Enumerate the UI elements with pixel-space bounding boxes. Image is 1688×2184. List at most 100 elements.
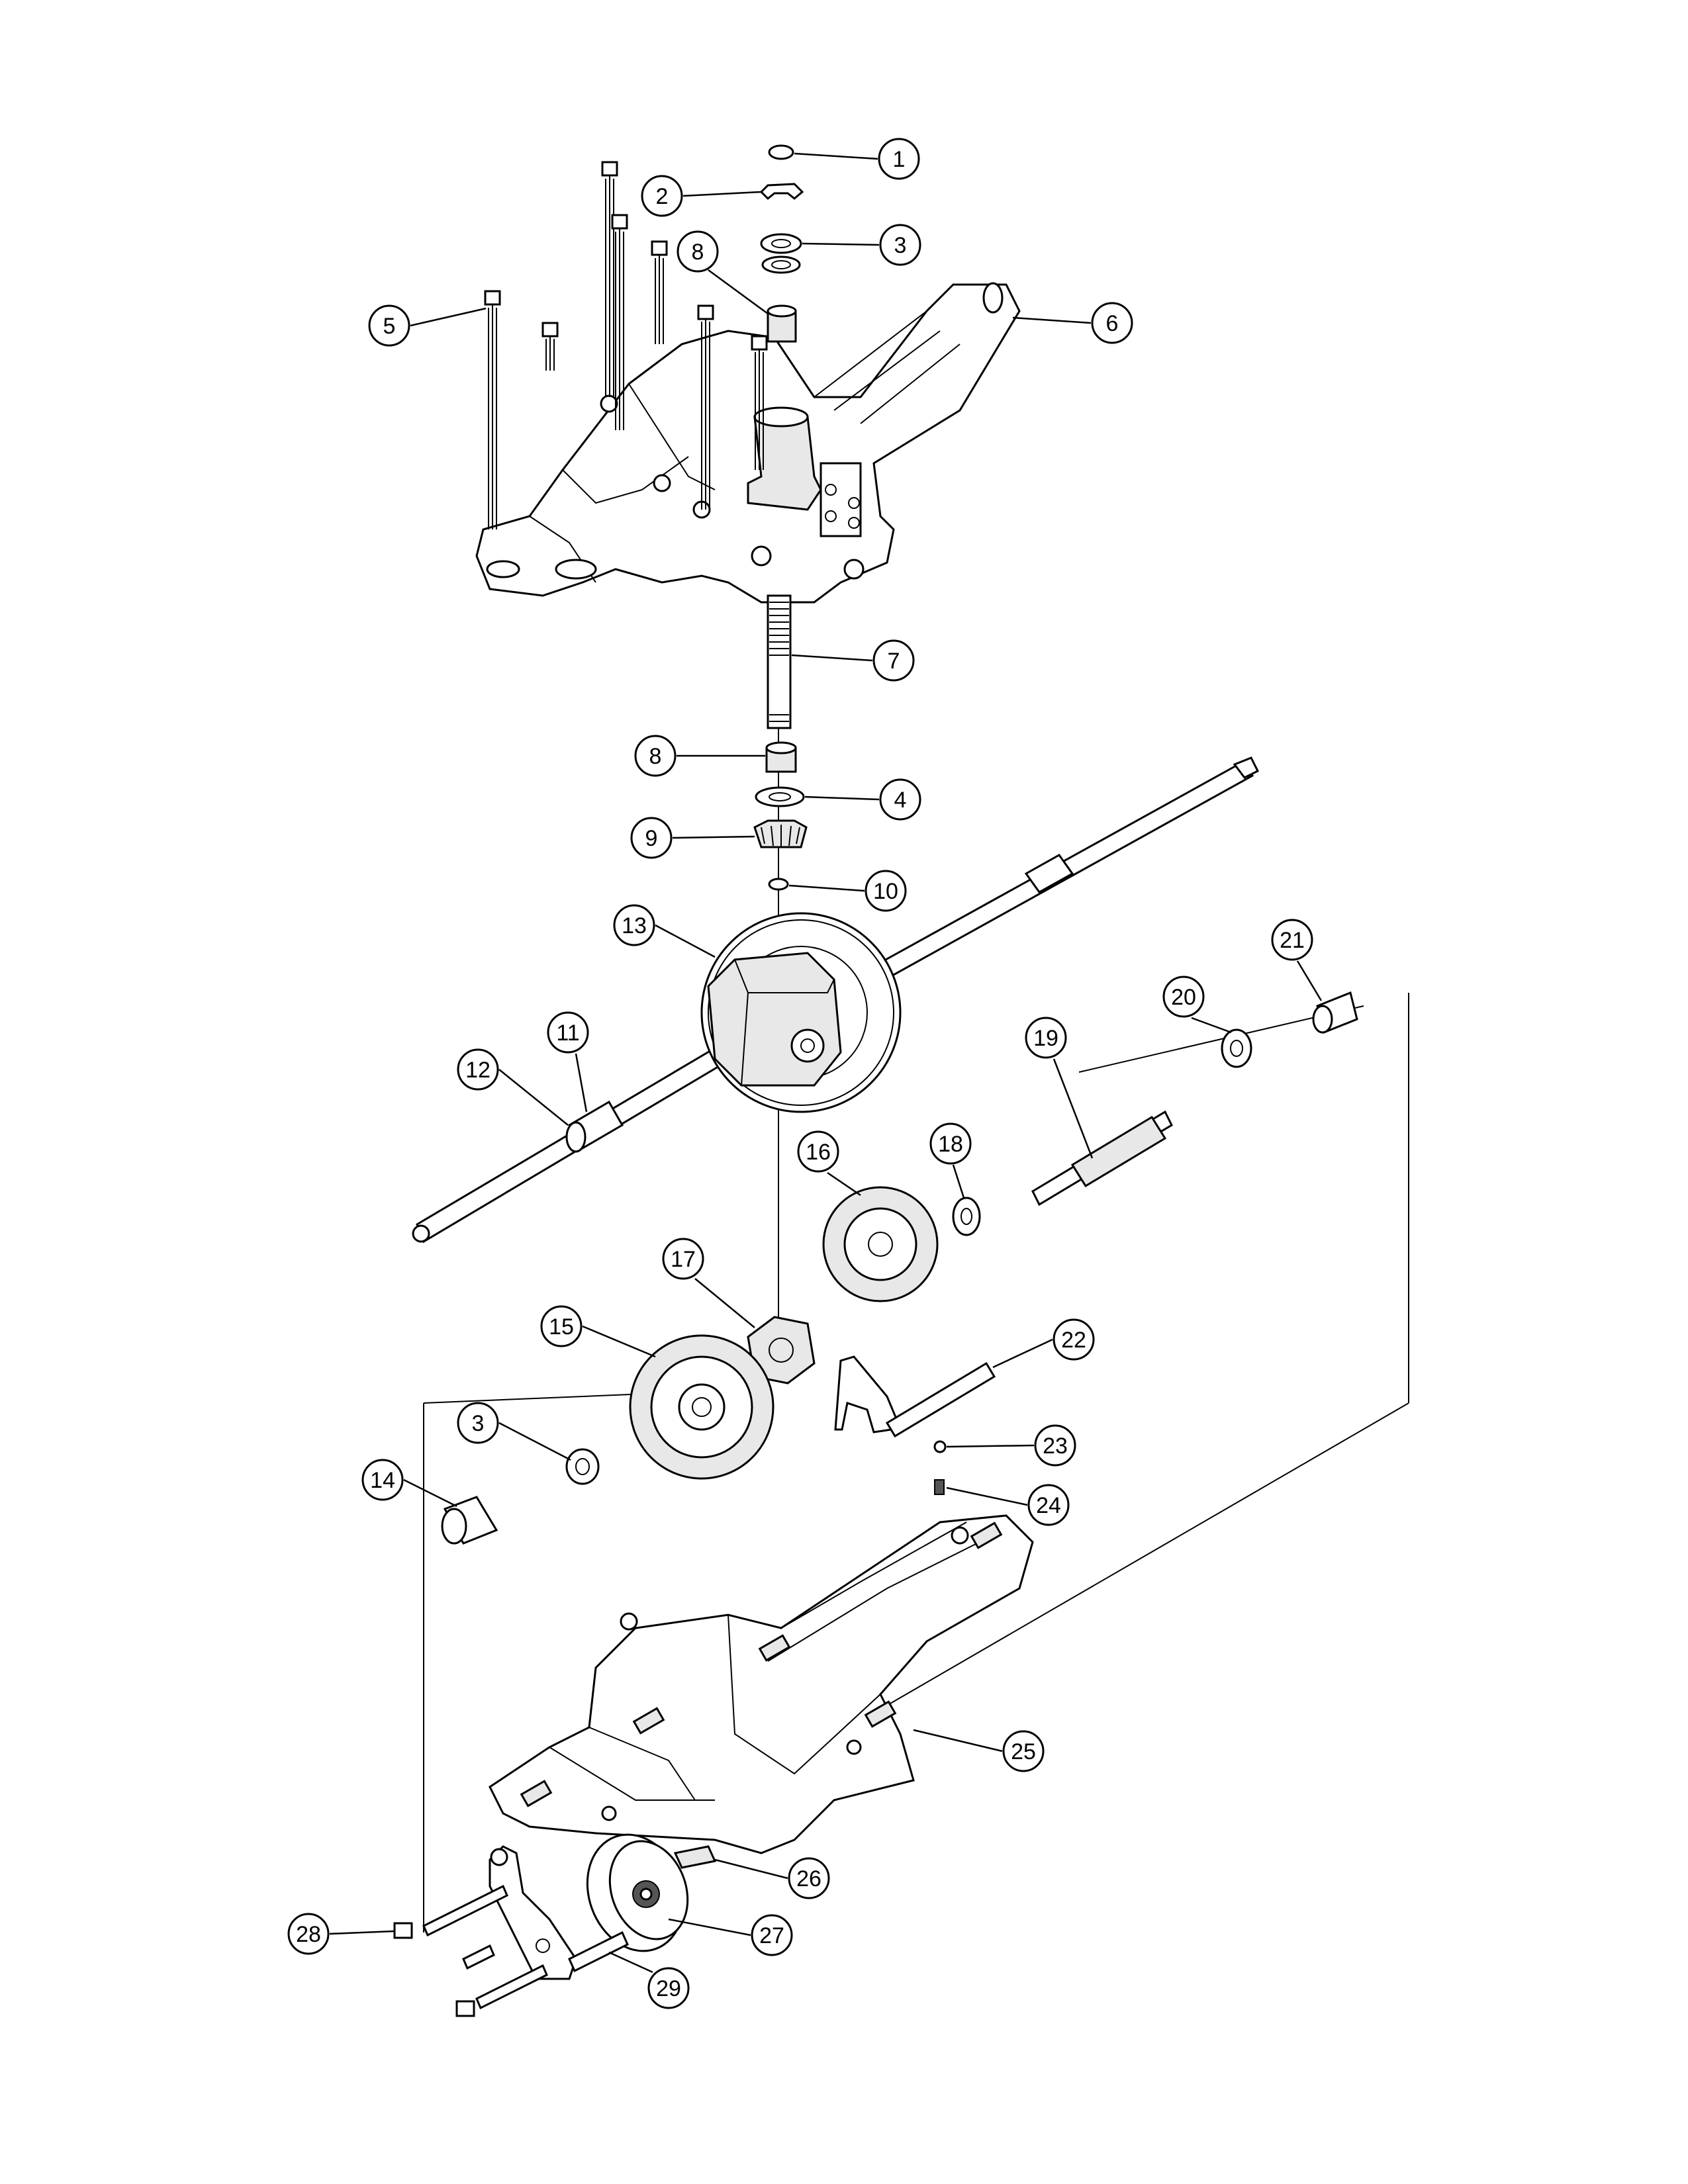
callout-25: 25	[1002, 1730, 1045, 1772]
callout-circle	[662, 1238, 704, 1280]
callout-number: 28	[296, 1922, 321, 1947]
gear-group	[441, 1316, 816, 1545]
bolt	[697, 304, 714, 510]
callout-circle	[647, 1967, 690, 2009]
callout-circle	[751, 1914, 793, 1956]
callout-number: 16	[806, 1140, 831, 1165]
long-bolt	[422, 1884, 508, 1937]
callout-circle	[1162, 976, 1205, 1018]
pulley	[586, 1833, 689, 1952]
callout-circle	[879, 224, 921, 266]
callout-number: 14	[370, 1468, 395, 1493]
bolt-head	[393, 1922, 413, 1939]
callout-26: 26	[788, 1857, 830, 1899]
washer	[565, 1448, 600, 1485]
callout-number: 27	[759, 1923, 784, 1948]
callout-number: 7	[888, 649, 900, 674]
input-shaft	[767, 594, 792, 729]
thrust-washer	[952, 1197, 981, 1236]
washer	[760, 233, 802, 254]
callout-number: 12	[465, 1058, 491, 1083]
snap-ring	[768, 878, 789, 891]
brake-lever	[489, 1845, 577, 1980]
callout-circle	[1025, 1017, 1067, 1059]
callout-20: 20	[1162, 976, 1205, 1018]
callout-15: 15	[540, 1305, 583, 1347]
countershaft-group	[822, 991, 1358, 1302]
callout-number: 8	[692, 240, 704, 265]
callout-circle	[929, 1122, 972, 1165]
callout-circle	[368, 304, 410, 347]
washer	[755, 786, 805, 807]
callout-circle	[547, 1011, 589, 1054]
short-bolt	[475, 1964, 548, 2010]
brake-pad	[673, 1845, 717, 1869]
callout-number: 15	[549, 1314, 574, 1340]
callout-circle	[1091, 302, 1133, 344]
callout-29: 29	[647, 1967, 690, 2009]
callout-number: 2	[656, 184, 669, 209]
callout-circle	[361, 1459, 404, 1501]
callout-circle	[677, 230, 719, 273]
callout-circle	[457, 1402, 499, 1444]
callout-circle	[865, 870, 907, 912]
callout-1: 1	[878, 138, 920, 180]
callout-22: 22	[1053, 1318, 1095, 1361]
washer	[761, 255, 801, 274]
callout-number: 9	[645, 826, 658, 851]
callout-number: 20	[1171, 985, 1196, 1010]
callout-number: 11	[556, 1021, 579, 1046]
callout-circle	[1027, 1484, 1070, 1526]
callout-circle	[457, 1048, 499, 1091]
callout-19: 19	[1025, 1017, 1067, 1059]
callout-24: 24	[1027, 1484, 1070, 1526]
callout-13: 13	[613, 904, 655, 946]
shift-fork	[834, 1355, 902, 1433]
shift-fork-group	[834, 1355, 996, 1495]
callout-circle	[613, 904, 655, 946]
case-bolts	[484, 161, 768, 529]
callout-circle	[540, 1305, 583, 1347]
assembly-axis-lines	[423, 397, 1409, 1933]
callout-circle	[641, 175, 683, 217]
callout-3: 3	[879, 224, 921, 266]
upper-case-housing	[475, 282, 1021, 604]
callout-9: 9	[630, 817, 673, 859]
callout-21: 21	[1271, 919, 1313, 961]
callout-number: 21	[1280, 928, 1305, 953]
callout-28: 28	[287, 1913, 330, 1955]
bolt	[751, 335, 768, 470]
lower-shaft-parts	[753, 741, 808, 891]
detent-ball	[933, 1440, 947, 1453]
bolt	[611, 214, 628, 430]
callout-number: 1	[893, 147, 906, 172]
callout-number: 24	[1036, 1493, 1061, 1518]
lower-case-housing	[489, 1514, 1034, 1854]
callout-number: 18	[938, 1132, 963, 1157]
callout-circle	[1002, 1730, 1045, 1772]
callout-8: 8	[677, 230, 719, 273]
callout-18: 18	[929, 1122, 972, 1165]
callout-circle	[878, 138, 920, 180]
callout-3: 3	[457, 1402, 499, 1444]
bolt	[651, 240, 668, 344]
callout-10: 10	[865, 870, 907, 912]
callout-6: 6	[1091, 302, 1133, 344]
callout-4: 4	[879, 778, 921, 821]
callout-circle	[879, 778, 921, 821]
e-clip	[759, 183, 804, 201]
callout-number: 23	[1043, 1433, 1068, 1459]
bolt	[541, 322, 559, 371]
callout-number: 3	[472, 1411, 485, 1436]
shift-rod	[885, 1361, 996, 1438]
callout-number: 19	[1033, 1026, 1058, 1051]
bolt	[601, 161, 618, 397]
callout-2: 2	[641, 175, 683, 217]
callout-number: 10	[873, 879, 898, 904]
callout-number: 26	[796, 1866, 821, 1891]
callout-circle	[1034, 1424, 1076, 1467]
brake-lever-group	[393, 1845, 629, 2017]
callout-5: 5	[368, 304, 410, 347]
